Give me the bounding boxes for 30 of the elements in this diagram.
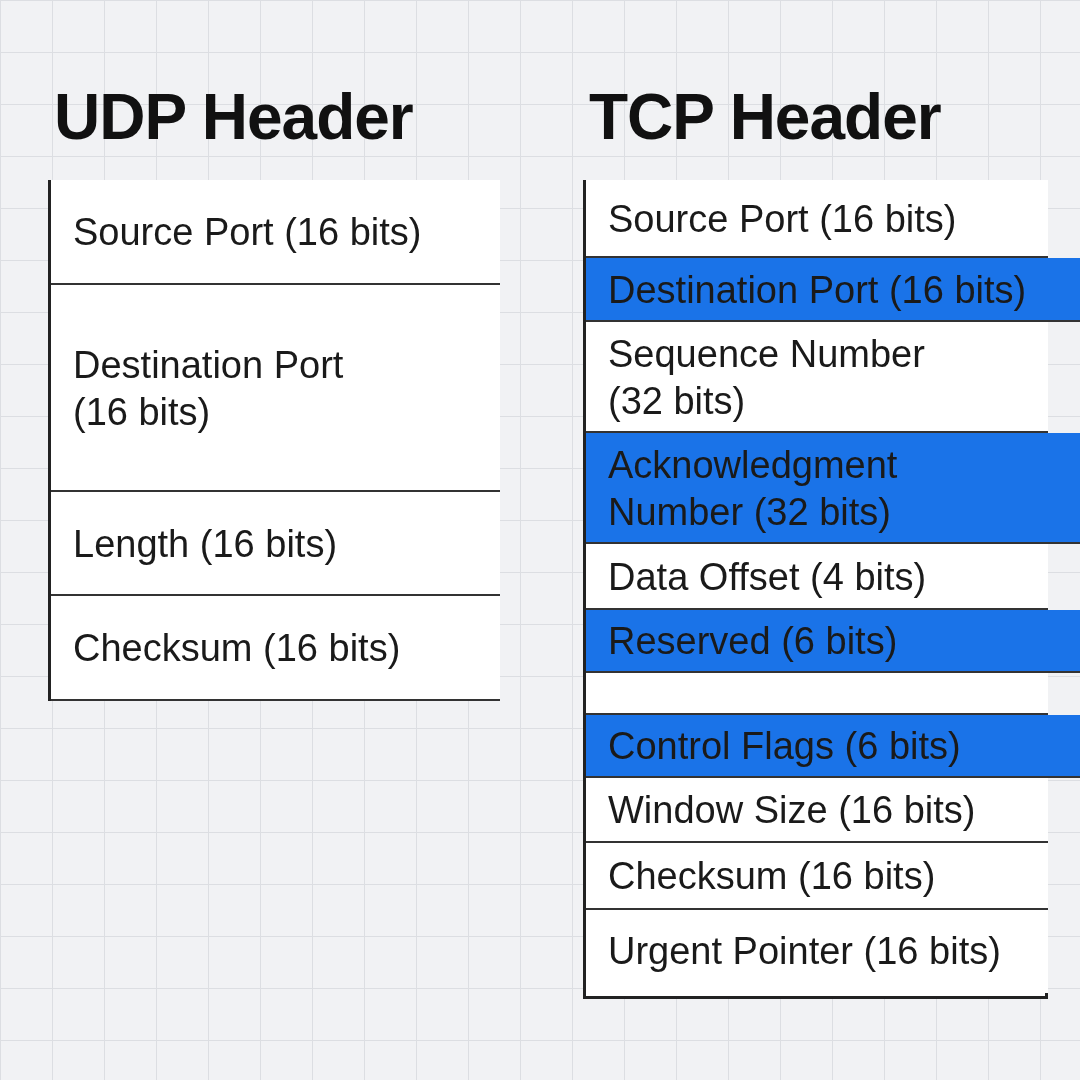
field-label: Source Port (16 bits): [608, 196, 958, 242]
field-row: [586, 778, 1048, 843]
field-label: Checksum (16 bits): [73, 626, 402, 671]
field-label: Control Flags (6 bits): [608, 724, 962, 769]
table-title: UDP Header: [54, 80, 413, 154]
highlighted-field-row: [586, 433, 1080, 544]
highlighted-field-row: [586, 610, 1080, 673]
field-label: Window Size (16 bits): [608, 788, 977, 833]
field-label: Destination Port (16 bits): [608, 267, 1028, 313]
highlighted-field-row: [586, 715, 1080, 778]
field-row: [51, 285, 500, 492]
blank-row: [586, 673, 1048, 715]
field-row: [586, 544, 1048, 610]
field-label: Checksum (16 bits): [608, 854, 937, 899]
field-row: [51, 180, 500, 285]
field-label: Acknowledgment Number (32 bits): [608, 442, 899, 535]
field-label: Sequence Number (32 bits): [608, 331, 926, 424]
field-row: [51, 596, 500, 701]
field-label: Urgent Pointer (16 bits): [608, 929, 1002, 974]
field-row: [586, 322, 1048, 433]
highlighted-field-row: [586, 258, 1080, 322]
field-row: [586, 843, 1048, 910]
field-row: [51, 492, 500, 596]
field-label: Length (16 bits): [73, 521, 339, 567]
table-title: TCP Header: [589, 80, 941, 154]
field-label: Destination Port (16 bits): [73, 342, 345, 435]
field-label: Source Port (16 bits): [73, 210, 423, 255]
field-label: Data Offset (4 bits): [608, 554, 928, 600]
field-label: Reserved (6 bits): [608, 619, 899, 664]
field-row: [586, 180, 1048, 258]
